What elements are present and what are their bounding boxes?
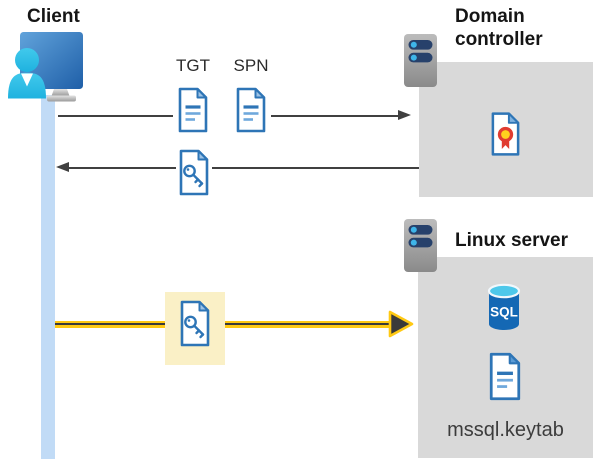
- session-key-document-icon: [180, 300, 210, 347]
- spn-label: SPN: [233, 56, 269, 75]
- keytab-label: mssql.keytab: [447, 419, 564, 441]
- client-timeline-bar: [41, 95, 55, 459]
- spn-document-icon: [236, 87, 266, 133]
- arrow-dc-to-client-head-icon: [56, 162, 69, 172]
- arrow-client-to-linux-head-icon: [388, 310, 414, 338]
- user-icon: [8, 48, 46, 99]
- domain-controller-label: Domain controller: [455, 6, 543, 50]
- client-label: Client: [27, 6, 80, 27]
- client-workstation-user-icon: [8, 32, 83, 102]
- linux-server-label: Linux server: [455, 230, 568, 251]
- arrow-dc-to-client-line-left: [69, 167, 176, 169]
- tgt-document-icon: [178, 87, 208, 133]
- linux-server-icon: [404, 219, 437, 272]
- arrow-client-to-dc-line-right: [271, 115, 399, 117]
- arrow-client-to-dc-line-left: [58, 115, 173, 117]
- sql-icon-label: SQL: [490, 305, 518, 320]
- sql-database-icon: SQL: [487, 283, 521, 330]
- certificate-icon: [491, 112, 520, 156]
- arrow-dc-to-client-line-right: [212, 167, 419, 169]
- domain-controller-server-icon: [404, 34, 437, 87]
- tgt-label: TGT: [176, 56, 210, 75]
- keytab-document-icon: [489, 352, 521, 401]
- arrow-client-to-dc-head-icon: [398, 110, 411, 120]
- ticket-key-document-icon: [179, 149, 209, 196]
